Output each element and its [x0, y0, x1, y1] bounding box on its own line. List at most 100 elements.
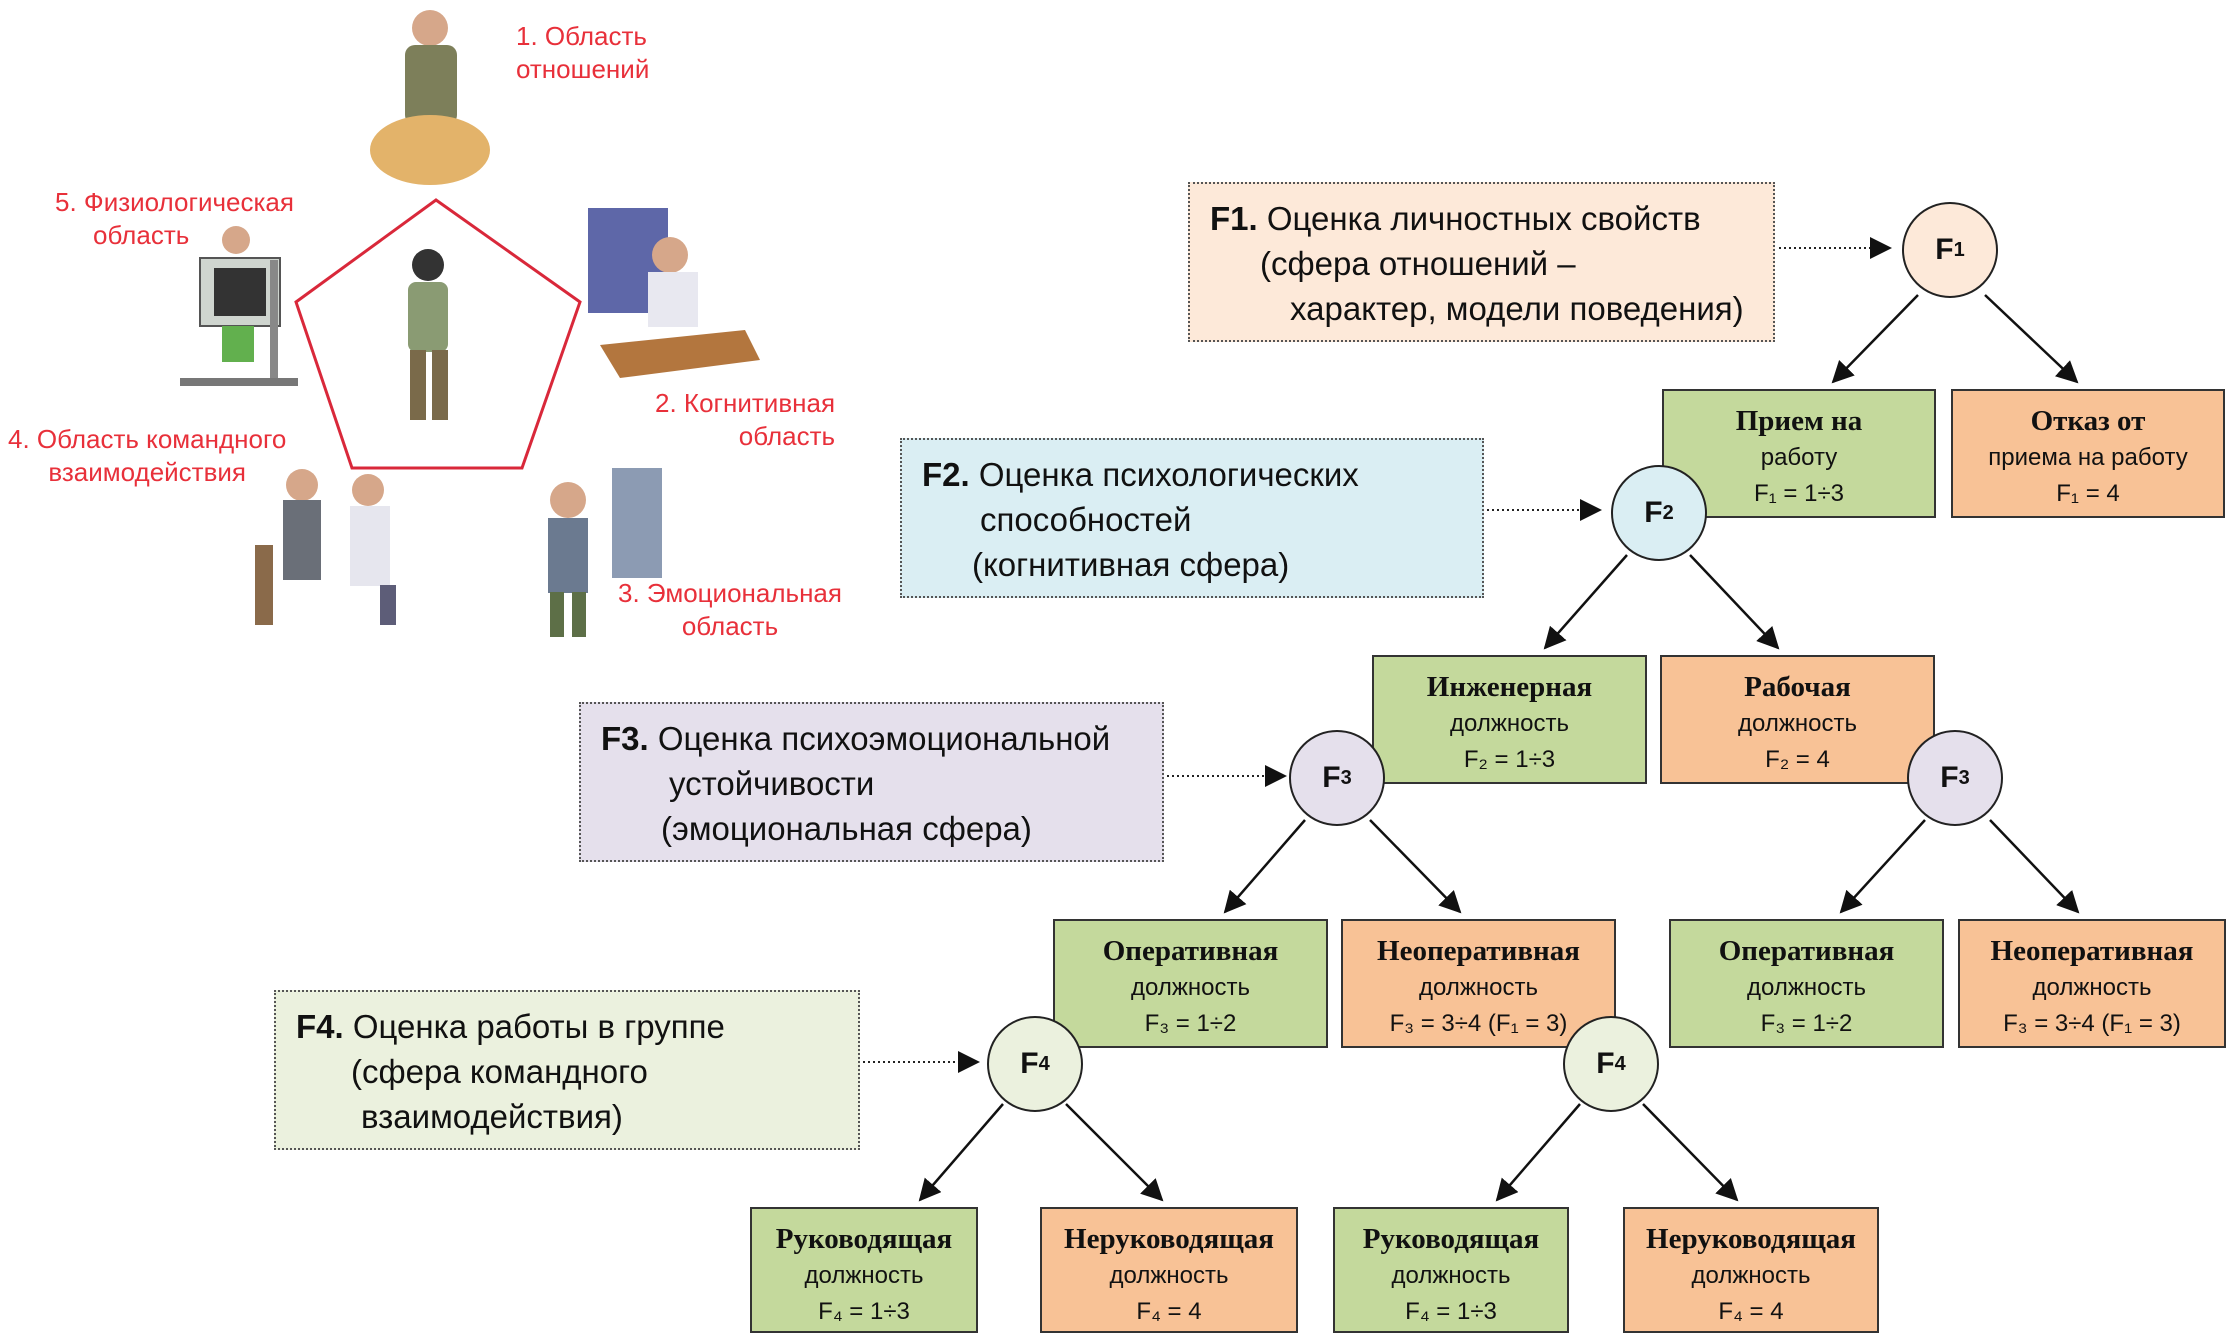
outcome-operative-a: Оперативная должность F₃ = 1÷2 — [1053, 919, 1328, 1048]
description-code: F2. — [922, 456, 970, 493]
area-subtitle: область — [681, 611, 779, 641]
node-subscript: 1 — [1953, 238, 1965, 261]
outcome-hire: Прием на работу F₁ = 1÷3 — [1662, 389, 1936, 518]
description-line: (эмоциональная сфера) — [661, 810, 1032, 847]
outcome-nonoperative-b: Неоперативная должность F₃ = 3÷4 (F₁ = 3… — [1958, 919, 2226, 1048]
outcome-formula: F₁ = 1÷3 — [1754, 480, 1844, 507]
area-label-cognitive: 2. Когнитивная область — [655, 387, 835, 453]
description-line: способностей — [980, 501, 1192, 538]
description-line: взаимодействия) — [361, 1098, 623, 1135]
outcome-nonoperative-a: Неоперативная должность F₃ = 3÷4 (F₁ = 3… — [1341, 919, 1616, 1048]
outcome-subtitle: приема на работу — [1988, 444, 2188, 471]
outcome-title: Оперативная — [1102, 935, 1279, 967]
relations-figure — [370, 10, 490, 185]
description-line: характер, модели поведения) — [1290, 290, 1744, 327]
area-title: Когнитивная — [683, 388, 836, 418]
node-label: F — [1940, 761, 1959, 794]
node-label: F — [1935, 233, 1954, 266]
area-subtitle: отношений — [516, 54, 650, 84]
outcome-title: Неоперативная — [1990, 935, 2194, 967]
outcome-formula: F₃ = 3÷4 (F₁ = 3) — [1389, 1010, 1568, 1037]
outcome-leading-a: Руководящая должность F₄ = 1÷3 — [750, 1207, 978, 1333]
outcome-subtitle: должность — [2032, 974, 2152, 1001]
outcome-title: Прием на — [1735, 405, 1863, 437]
emotional-figure — [548, 468, 662, 637]
outcome-worker: Рабочая должность F₂ = 4 — [1660, 655, 1935, 784]
node-label: F — [1322, 761, 1341, 794]
edge-f3a-op — [1223, 819, 1306, 914]
description-line: Оценка личностных свойств — [1266, 200, 1701, 237]
area-label-emotional: 3. Эмоциональная область — [618, 577, 842, 643]
outcome-formula: F₃ = 1÷2 — [1760, 1010, 1853, 1037]
outcome-subtitle: должность — [1691, 1262, 1811, 1289]
description-line: (сфера командного — [351, 1053, 648, 1090]
outcome-subtitle: должность — [1419, 974, 1538, 1001]
outcome-subtitle: должность — [1450, 710, 1569, 737]
description-line: Оценка работы в группе — [352, 1008, 725, 1045]
description-line: (когнитивная сфера) — [972, 546, 1290, 583]
team-figure — [255, 469, 396, 625]
description-code: F4. — [296, 1008, 344, 1045]
outcome-reject: Отказ от приема на работу F₁ = 4 — [1951, 389, 2225, 518]
description-code: F3. — [601, 720, 649, 757]
area-title: Эмоциональная — [646, 578, 842, 608]
description-code: F1. — [1210, 200, 1258, 237]
outcome-formula: F₄ = 4 — [1136, 1298, 1202, 1325]
description-f1: F1. Оценка личностных свойств (сфера отн… — [1188, 182, 1775, 342]
node-label: F — [1596, 1047, 1615, 1080]
center-person-figure — [408, 249, 448, 420]
area-label-physiological: 5. Физиологическая область — [55, 186, 294, 252]
outcome-subtitle: должность — [1131, 974, 1250, 1001]
outcome-formula: F₄ = 1÷3 — [1405, 1298, 1497, 1325]
node-subscript: 4 — [1614, 1052, 1626, 1075]
outcome-title: Неоперативная — [1377, 935, 1580, 967]
node-subscript: 2 — [1662, 501, 1674, 524]
edge-f4b-lead — [1495, 1103, 1581, 1202]
area-number: 5. — [55, 187, 77, 217]
area-number: 4. — [8, 424, 30, 454]
outcome-formula: F₄ = 1÷3 — [818, 1298, 910, 1325]
outcome-leading-b: Руководящая должность F₄ = 1÷3 — [1333, 1207, 1569, 1333]
edge-f3b-op — [1839, 819, 1926, 914]
outcome-title: Рабочая — [1744, 671, 1851, 703]
edge-f2-eng — [1543, 554, 1628, 650]
outcome-formula: F₁ = 4 — [2056, 480, 2120, 507]
outcome-title: Неруководящая — [1064, 1223, 1274, 1255]
description-line: Оценка психологических — [978, 456, 1359, 493]
edge-f1-accept — [1831, 294, 1919, 384]
outcome-title: Инженерная — [1426, 671, 1593, 703]
area-title: Область командного — [36, 424, 287, 454]
area-subtitle: область — [738, 421, 836, 451]
node-label: F — [1644, 496, 1663, 529]
area-subtitle: взаимодействия — [48, 457, 247, 487]
outcome-nonleading-b: Неруководящая должность F₄ = 4 — [1623, 1207, 1879, 1333]
outcome-subtitle: должность — [1109, 1262, 1229, 1289]
area-number: 1. — [516, 21, 538, 51]
node-label: F — [1020, 1047, 1039, 1080]
outcome-nonleading-a: Неруководящая должность F₄ = 4 — [1040, 1207, 1298, 1333]
pentagon-shape — [294, 198, 582, 470]
outcome-formula: F₄ = 4 — [1718, 1298, 1784, 1325]
outcome-formula: F₂ = 4 — [1765, 746, 1830, 773]
outcome-title: Оперативная — [1718, 935, 1895, 967]
outcome-subtitle: должность — [1747, 974, 1866, 1001]
description-line: устойчивости — [669, 765, 875, 802]
description-line: Оценка психоэмоциональной — [657, 720, 1111, 757]
outcome-title: Руководящая — [1362, 1223, 1540, 1255]
edge-f4a-lead — [918, 1103, 1004, 1202]
node-subscript: 3 — [1958, 766, 1970, 789]
outcome-formula: F₃ = 1÷2 — [1144, 1010, 1237, 1037]
area-title: Область — [544, 21, 647, 51]
outcome-subtitle: должность — [804, 1262, 924, 1289]
area-number: 2. — [655, 388, 677, 418]
edge-f3b-nonop — [1989, 819, 2080, 914]
outcome-formula: F₂ = 1÷3 — [1463, 746, 1556, 773]
area-subtitle: область — [93, 220, 190, 250]
outcome-engineering: Инженерная должность F₂ = 1÷3 — [1372, 655, 1647, 784]
outcome-title: Отказ от — [2030, 405, 2146, 437]
